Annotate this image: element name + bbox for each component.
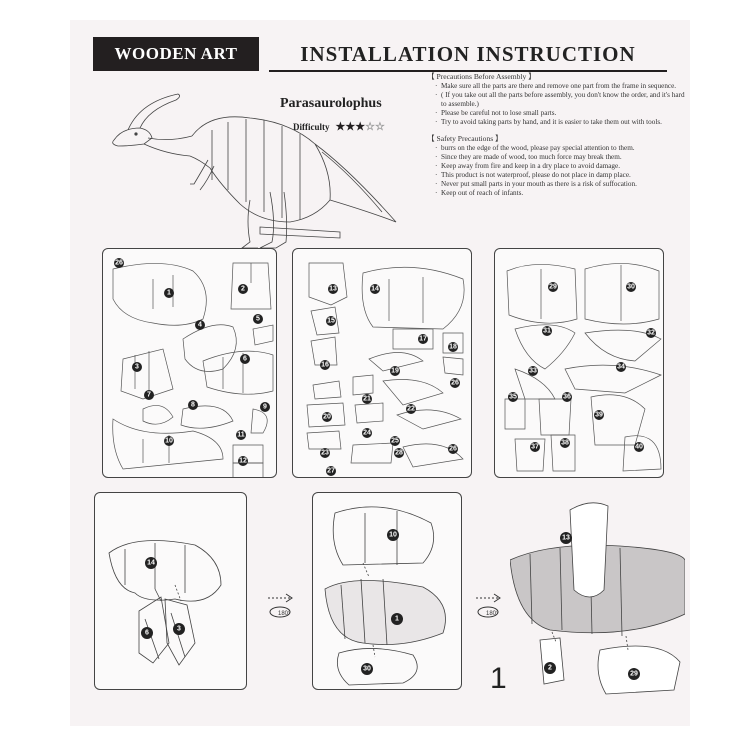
part-badge: 5 xyxy=(256,316,260,323)
star-filled-icon: ★ xyxy=(335,121,346,133)
part-badge: 30 xyxy=(627,284,635,291)
part-badge: 19 xyxy=(391,368,399,375)
part-badge: 6 xyxy=(243,356,247,363)
list-item: Since they are made of wood, too much fo… xyxy=(435,153,689,162)
part-badge: 10 xyxy=(389,532,397,539)
difficulty-rating: Difficulty ★★★☆☆ xyxy=(293,120,385,133)
part-number-badges: 26 1 2 4 5 3 6 7 8 9 10 11 12 xyxy=(114,258,270,466)
page-title: INSTALLATION INSTRUCTION xyxy=(300,41,636,66)
list-item: Keep away from fire and keep in a dry pl… xyxy=(435,162,689,171)
part-badge: 2 xyxy=(548,665,552,672)
list-item: Keep out of reach of infants. xyxy=(435,189,689,198)
part-badge: 17 xyxy=(419,336,427,343)
part-badge: 20 xyxy=(323,414,331,421)
part-badge: 4 xyxy=(198,322,202,329)
rotate-label: 180° xyxy=(278,611,291,617)
part-badge: 7 xyxy=(147,392,151,399)
assembly-step-b: 10 1 30 xyxy=(312,492,462,690)
star-empty-icon: ☆ xyxy=(365,121,375,133)
instruction-sheet: WOODEN ART INSTALLATION INSTRUCTION xyxy=(70,20,690,726)
part-number-badges: 13 14 15 17 18 16 19 26 21 22 20 24 25 2… xyxy=(320,284,460,476)
part-badge: 30 xyxy=(363,666,371,673)
part-badge: 14 xyxy=(147,560,155,567)
list-item: This product is not waterproof, please d… xyxy=(435,171,689,180)
header-underline xyxy=(269,70,667,72)
part-sheet-1: 26 1 2 4 5 3 6 7 8 9 10 11 12 xyxy=(102,248,277,478)
part-badge: 3 xyxy=(135,364,139,371)
precautions-notes: 【 Precautions Before Assembly 】 Make sur… xyxy=(427,72,689,205)
part-badge: 35 xyxy=(509,394,517,401)
part-badge: 16 xyxy=(321,362,329,369)
part-badge: 34 xyxy=(617,364,625,371)
part-badge: 24 xyxy=(363,430,371,437)
part-badge: 26 xyxy=(451,380,459,387)
safety-heading: 【 Safety Precautions 】 xyxy=(427,134,503,143)
star-empty-icon: ☆ xyxy=(375,121,385,133)
rotate-arrow-1: 180° xyxy=(268,593,293,618)
part-badge: 23 xyxy=(321,450,329,457)
list-item: Never put small parts in your mouth as t… xyxy=(435,180,689,189)
part-badge: 40 xyxy=(635,444,643,451)
part-badge: 11 xyxy=(237,432,245,439)
part-badge: 6 xyxy=(145,630,149,637)
part-badge: 1 xyxy=(167,290,171,297)
part-badge: 39 xyxy=(595,412,603,419)
assembly-step-c: 13 2 29 xyxy=(510,502,685,695)
part-badge: 3 xyxy=(177,626,181,633)
part-badge: 2 xyxy=(241,286,245,293)
part-badge: 25 xyxy=(391,438,399,445)
product-name: Parasaurolophus xyxy=(280,96,382,111)
rotate-label: 180° xyxy=(486,611,499,617)
part-badge: 26 xyxy=(115,260,123,267)
list-item: burrs on the edge of the wood, please pa… xyxy=(435,144,689,153)
part-badge: 13 xyxy=(562,535,570,542)
safety-list: burrs on the edge of the wood, please pa… xyxy=(435,144,689,198)
part-badge: 36 xyxy=(563,394,571,401)
part-badge: 29 xyxy=(549,284,557,291)
part-badge: 22 xyxy=(407,406,415,413)
part-sheet-3: 29 30 31 32 33 34 35 36 39 37 38 40 xyxy=(494,248,664,478)
precautions-list: Make sure all the parts are there and re… xyxy=(435,82,689,127)
part-badge: 14 xyxy=(371,286,379,293)
part-badge: 27 xyxy=(327,468,335,475)
part-badge: 1 xyxy=(395,616,399,623)
assembly-step-a: 14 6 3 xyxy=(94,492,247,690)
difficulty-stars: ★★★☆☆ xyxy=(336,120,385,133)
dinosaur-illustration xyxy=(112,93,397,249)
part-badge: 26 xyxy=(449,446,457,453)
part-badge: 13 xyxy=(329,286,337,293)
part-badge: 33 xyxy=(529,368,537,375)
part-number-badges: 29 30 31 32 33 34 35 36 39 37 38 40 xyxy=(508,282,656,452)
header: WOODEN ART INSTALLATION INSTRUCTION xyxy=(93,37,667,72)
part-badge: 15 xyxy=(327,318,335,325)
part-badge: 21 xyxy=(363,396,371,403)
brand-label: WOODEN ART xyxy=(93,37,259,71)
part-badge: 29 xyxy=(630,671,638,678)
part-badge: 32 xyxy=(647,330,655,337)
part-badge: 8 xyxy=(191,402,195,409)
list-item: Please be careful not to lose small part… xyxy=(435,109,689,118)
star-filled-icon: ★ xyxy=(355,121,366,133)
step-number: 1 xyxy=(490,662,507,695)
part-badge: 9 xyxy=(263,404,267,411)
part-badge: 28 xyxy=(395,450,403,457)
star-filled-icon: ★ xyxy=(345,121,356,133)
part-badge: 10 xyxy=(165,438,173,445)
part-badge: 37 xyxy=(531,444,539,451)
precautions-heading: 【 Precautions Before Assembly 】 xyxy=(427,72,536,81)
list-item: ( If you take out all the parts before a… xyxy=(435,91,689,109)
part-sheet-2: 13 14 15 17 18 16 19 26 21 22 20 24 25 2… xyxy=(292,248,472,478)
list-item: Make sure all the parts are there and re… xyxy=(435,82,689,91)
part-badge: 18 xyxy=(449,344,457,351)
part-badge: 31 xyxy=(543,328,551,335)
list-item: Try to avoid taking parts by hand, and i… xyxy=(435,118,689,127)
part-badge: 38 xyxy=(561,440,569,447)
part-badge: 12 xyxy=(239,458,247,465)
difficulty-label: Difficulty xyxy=(293,121,330,132)
rotate-arrow-2: 180° xyxy=(476,593,501,618)
